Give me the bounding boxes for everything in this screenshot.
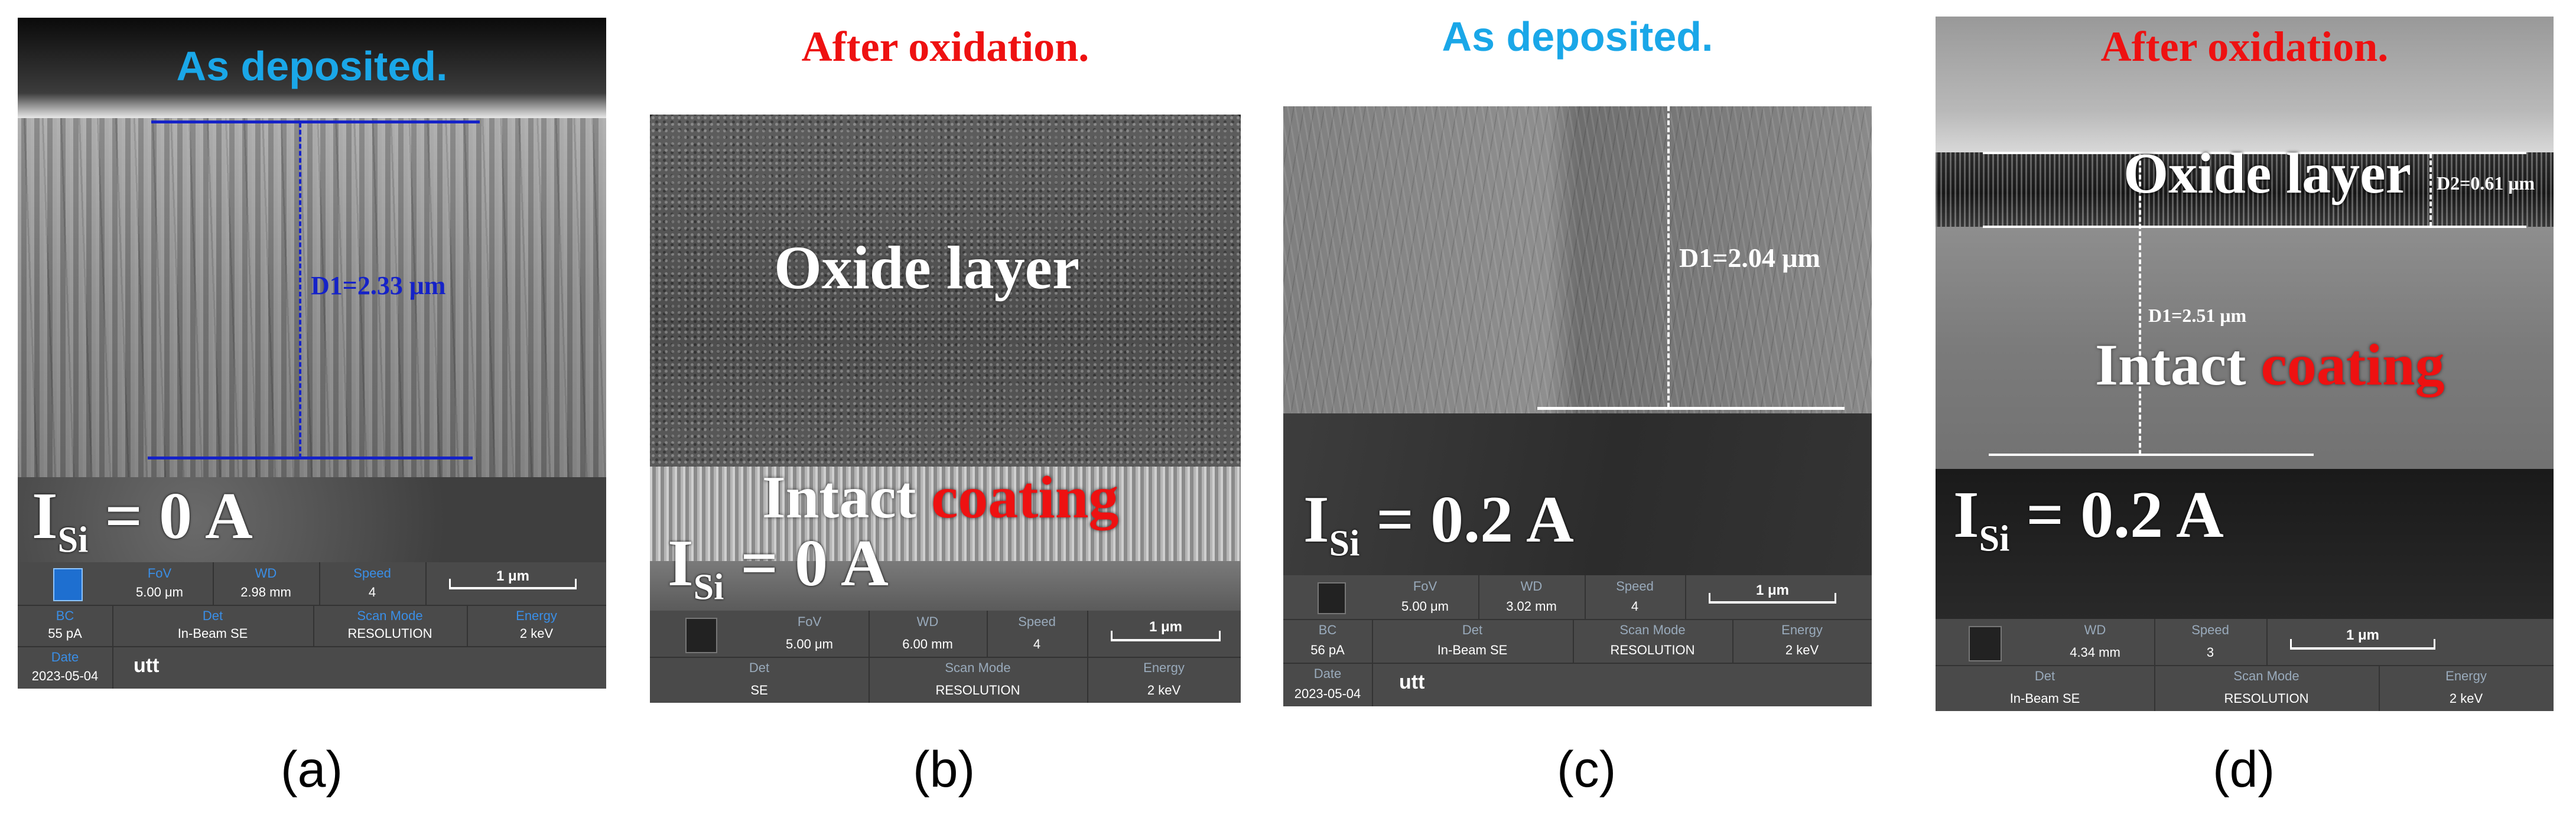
coating-region	[1283, 106, 1872, 413]
substrate-region	[1283, 413, 1872, 596]
dimension2-label: D2=0.61 μm	[2437, 172, 2535, 194]
coating-region	[18, 118, 606, 477]
sem-image-b: Oxide layer Intact coating ISi = 0 A FoV…	[650, 115, 1241, 703]
dimension-line	[2139, 154, 2141, 455]
sem-image-d: D1=2.51 μm D2=0.61 μm Oxide layer Intact…	[1936, 17, 2554, 711]
scale-bar	[1111, 631, 1221, 641]
panel-heading: As deposited.	[1442, 14, 1713, 60]
vacuum-region	[18, 18, 606, 118]
caption-a: (a)	[281, 741, 343, 798]
utt-logo: utt	[134, 654, 160, 677]
detector-icon	[1318, 582, 1346, 614]
scale-label: 1 μm	[2346, 627, 2380, 643]
oxide-top-line	[1983, 152, 2526, 154]
panel-heading: As deposited.	[176, 43, 448, 89]
coating-region	[1936, 227, 2554, 469]
caption-d: (d)	[2213, 741, 2275, 798]
oxide-layer-label: Oxide layer	[2123, 142, 2412, 206]
coating-bottom-line	[1989, 454, 2314, 456]
oxide-region	[1936, 152, 2554, 227]
intact-coating-label: Intact coating	[2095, 332, 2445, 397]
intact-coating-label: Intact coating	[762, 464, 1119, 531]
oxide-region	[650, 115, 1241, 467]
coating-region	[650, 467, 1241, 561]
scale-label: 1 μm	[496, 568, 530, 584]
panel-b: Oxide layer Intact coating ISi = 0 A FoV…	[650, 115, 1241, 703]
detector-icon	[1969, 626, 2002, 661]
scale-bar	[2290, 639, 2435, 650]
scale-label: 1 μm	[1149, 619, 1183, 635]
condition-label: ISi = 0.2 A	[1303, 483, 1574, 564]
scale-bar	[1709, 593, 1836, 604]
scale-label: 1 μm	[1755, 582, 1790, 598]
bottom-line	[1537, 407, 1845, 410]
panel-heading: After oxidation.	[801, 23, 1089, 70]
dimension-label: D1=2.51 μm	[2148, 305, 2247, 326]
caption-b: (b)	[913, 741, 975, 798]
detector-icon	[53, 568, 83, 601]
dimension-label: D1=2.33 μm	[311, 271, 446, 300]
caption-c: (c)	[1557, 741, 1616, 798]
oxide-bottom-line	[1983, 226, 2526, 228]
scale-bar	[449, 579, 577, 589]
substrate-region	[1936, 469, 2554, 630]
substrate-region	[650, 561, 1241, 612]
dimension-line	[1667, 106, 1670, 407]
panel-d: D1=2.51 μm D2=0.61 μm Oxide layer Intact…	[1936, 17, 2554, 711]
bottom-line	[148, 457, 473, 459]
condition-label: ISi = 0.2 A	[1953, 478, 2224, 559]
dimension-label: D1=2.04 μm	[1679, 243, 1820, 273]
dimension2-line	[2429, 154, 2432, 227]
top-line	[151, 120, 480, 123]
utt-logo: utt	[1399, 671, 1425, 693]
dimension-line	[299, 123, 301, 458]
condition-label: ISi = 0 A	[32, 480, 253, 560]
vacuum-region	[1936, 17, 2554, 152]
oxide-layer-label: Oxide layer	[774, 234, 1080, 302]
condition-label: ISi = 0 A	[668, 527, 889, 608]
detector-icon	[685, 618, 717, 653]
panel-heading: After oxidation.	[2100, 23, 2389, 70]
